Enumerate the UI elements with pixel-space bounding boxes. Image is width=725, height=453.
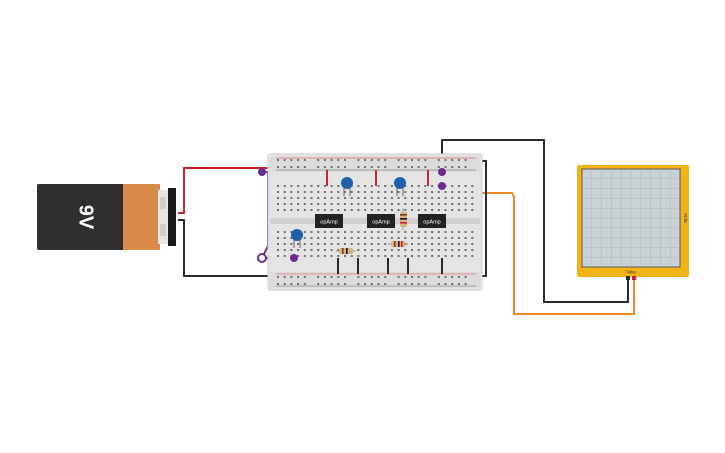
endpoint-scope-ground[interactable] bbox=[438, 168, 446, 176]
oscilloscope[interactable]: V/div Time bbox=[577, 165, 689, 280]
opamp-chip-1-label: opAmp bbox=[320, 220, 337, 226]
wire-black-scope-ground[interactable] bbox=[441, 139, 629, 303]
wire-black-battery-negative[interactable] bbox=[178, 219, 270, 277]
battery-terminal-negative[interactable] bbox=[160, 224, 166, 236]
wire-orange-scope-signal[interactable] bbox=[442, 192, 635, 315]
oscilloscope-probe-signal[interactable] bbox=[632, 276, 636, 280]
wire-endpoints bbox=[257, 168, 446, 263]
endpoint-purple-mid[interactable] bbox=[290, 254, 298, 262]
breadboard-top-rail bbox=[270, 156, 480, 172]
breadboard-bottom-rail bbox=[270, 272, 480, 288]
opamp-chip-2-label: opAmp bbox=[372, 220, 389, 226]
endpoint-red-top[interactable] bbox=[258, 168, 266, 176]
breadboard-jumpers bbox=[326, 170, 443, 274]
resistors bbox=[336, 208, 408, 254]
battery-cap bbox=[123, 184, 160, 250]
oscilloscope-grid bbox=[582, 169, 680, 267]
oscilloscope-probe-ground[interactable] bbox=[626, 276, 630, 280]
endpoint-scope-signal[interactable] bbox=[438, 182, 446, 190]
resistor-horizontal-2[interactable] bbox=[388, 241, 408, 247]
wire-purple-left[interactable] bbox=[261, 171, 269, 259]
opamp-chip-3[interactable]: opAmp bbox=[418, 214, 446, 228]
capacitor-3[interactable] bbox=[291, 229, 303, 248]
opamp-chip-3-label: opAmp bbox=[423, 220, 440, 226]
opamp-chip-1[interactable]: opAmp bbox=[315, 214, 343, 228]
oscilloscope-x-label: Time bbox=[626, 270, 636, 275]
opamp-chips: opAmp opAmp opAmp bbox=[315, 214, 446, 228]
battery-body bbox=[37, 184, 125, 250]
opamp-chip-2[interactable]: opAmp bbox=[367, 214, 395, 228]
wire-red-battery-positive[interactable] bbox=[178, 167, 270, 214]
battery-label: 9V bbox=[75, 205, 97, 230]
battery-terminal-positive[interactable] bbox=[160, 197, 166, 209]
capacitor-2[interactable] bbox=[394, 177, 406, 196]
oscilloscope-y-label: V/div bbox=[683, 213, 688, 224]
endpoint-purple-bottom[interactable] bbox=[257, 253, 267, 263]
resistor-horizontal-1[interactable] bbox=[336, 248, 356, 254]
resistor-vertical[interactable] bbox=[400, 208, 407, 230]
capacitors bbox=[291, 177, 406, 248]
capacitor-1[interactable] bbox=[341, 177, 353, 196]
battery-9v[interactable]: 9V bbox=[37, 184, 176, 250]
battery-terminal-connector bbox=[168, 188, 176, 246]
